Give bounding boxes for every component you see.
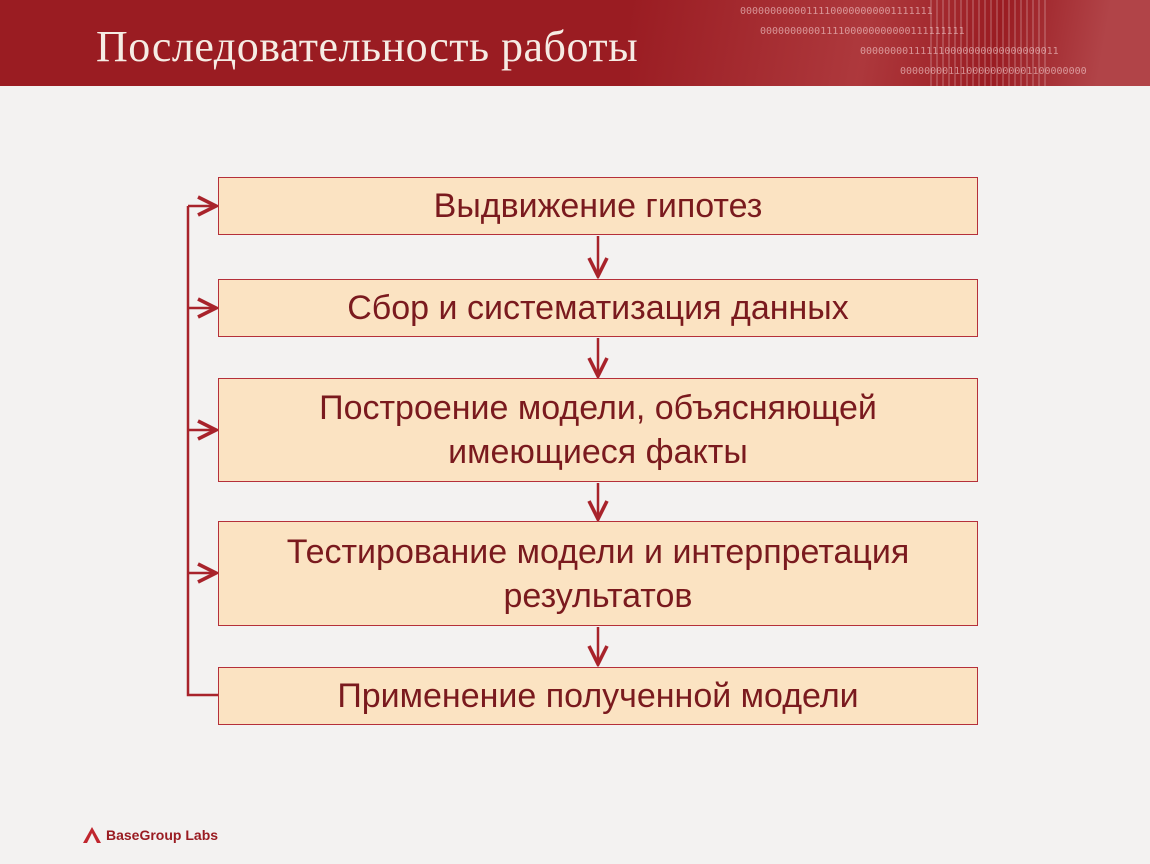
step-box: Выдвижение гипотез xyxy=(218,177,978,235)
logo-text: BaseGroup Labs xyxy=(106,827,219,843)
header-stripes xyxy=(930,0,1050,86)
step-box: Применение полученной модели xyxy=(218,667,978,725)
basegroup-triangle-icon xyxy=(83,827,101,843)
feedback-line xyxy=(186,206,218,697)
binary-decoration: 0000000000111100000000000111111111 xyxy=(760,26,965,37)
step-label: Сбор и систематизация данных xyxy=(347,289,849,327)
binary-decoration: 00000000000111100000000001111111 xyxy=(740,6,933,17)
step-label: Выдвижение гипотез xyxy=(433,187,763,225)
header-sheen xyxy=(630,0,1150,86)
binary-decoration: 0000000011100000000001100000000 xyxy=(900,66,1087,77)
step-label: Применение полученной модели xyxy=(337,677,859,715)
step-box: Сбор и систематизация данных xyxy=(218,279,978,337)
step-label: Построение модели, объясняющей имеющиеся… xyxy=(319,389,877,471)
logo: BaseGroup Labs xyxy=(82,826,218,844)
binary-decoration: 000000001111110000000000000000011 xyxy=(860,46,1059,57)
step-box: Тестирование модели и интерпретация резу… xyxy=(218,521,978,626)
header-banner: 00000000000111100000000001111111 0000000… xyxy=(0,0,1150,86)
page-title: Последовательность работы xyxy=(96,22,639,71)
step-label: Тестирование модели и интерпретация резу… xyxy=(286,532,910,615)
step-box: Построение модели, объясняющей имеющиеся… xyxy=(218,378,978,482)
